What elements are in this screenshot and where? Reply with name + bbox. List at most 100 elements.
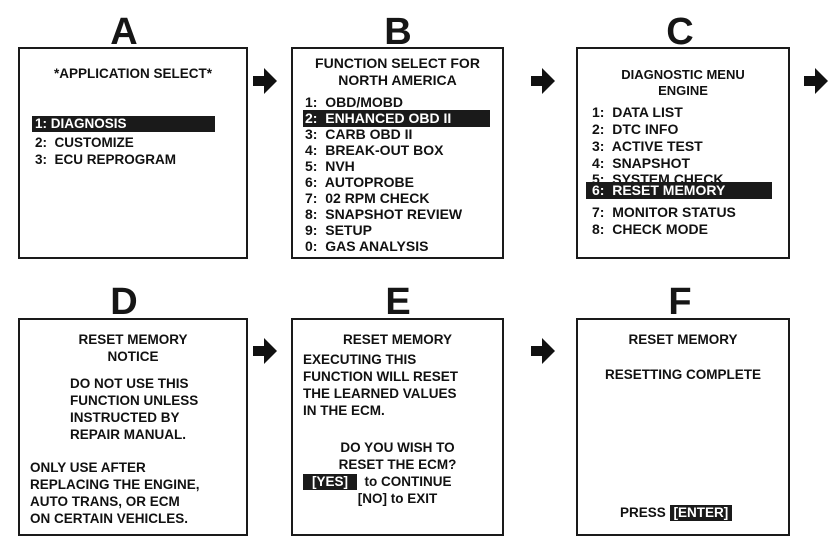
screen-f-reset-complete: RESET MEMORY RESETTING COMPLETE PRESS [E… [576,318,790,536]
no-exit-line[interactable]: [NO] to EXIT [357,491,438,506]
menu-item-reset-memory[interactable]: 6: RESET MEMORY [586,182,772,199]
menu-item-label: CHECK MODE [612,221,708,237]
warning-line: REPAIR MANUAL. [70,427,186,442]
screen-e-title: RESET MEMORY [342,332,452,347]
body-line: THE LEARNED VALUES [303,386,457,401]
right-arrow-icon [804,68,828,94]
screen-c-title-line1: DIAGNOSTIC MENU [621,67,745,82]
menu-item-label: AUTOPROBE [324,174,414,190]
menu-item-number: 1: [592,104,605,120]
menu-item-label: ACTIVE TEST [611,138,703,154]
question-line: DO YOU WISH TO [340,440,455,455]
screen-d-title-line2: NOTICE [107,349,159,364]
menu-item-number: 2: [592,121,605,137]
status-message: RESETTING COMPLETE [604,367,761,382]
menu-item-ecu-reprogram[interactable]: 3: ECU REPROGRAM [35,152,176,168]
press-enter-line: PRESS [ENTER] [620,505,733,521]
right-arrow-icon [253,338,277,364]
screen-d-title-line1: RESET MEMORY [78,332,188,347]
screen-b-title-line2: NORTH AMERICA [338,72,457,88]
menu-item-setup[interactable]: 9: SETUP [305,222,372,239]
menu-item-label: CARB OBD II [325,126,413,142]
screen-c-title-line2: ENGINE [658,83,708,98]
menu-item-check-mode[interactable]: 8: CHECK MODE [592,221,708,238]
panel-letter-f: F [668,281,692,323]
warning-line: INSTRUCTED BY [70,410,180,425]
enter-button[interactable]: [ENTER] [669,505,733,521]
menu-item-obd-mobd[interactable]: 1: OBD/MOBD [305,94,403,111]
screen-a-title: *APPLICATION SELECT* [53,66,212,81]
yes-button[interactable]: [YES] [303,474,358,490]
menu-item-label: ECU REPROGRAM [54,152,177,167]
menu-item-label: NVH [325,158,355,174]
menu-item-snapshot-review[interactable]: 8: SNAPSHOT REVIEW [305,206,462,223]
continue-text: to CONTINUE [364,474,452,489]
menu-item-number: 7: [592,204,605,220]
menu-item-label: OBD/MOBD [325,94,404,110]
menu-item-label: CUSTOMIZE [54,135,134,150]
menu-item-02-rpm-check[interactable]: 7: 02 RPM CHECK [305,190,429,207]
menu-item-snapshot[interactable]: 4: SNAPSHOT [592,155,690,172]
note-line: REPLACING THE ENGINE, [30,477,200,492]
menu-item-number: 3: [35,152,48,167]
menu-item-number: 8: [305,206,318,222]
menu-item-label: MONITOR STATUS [612,204,736,220]
menu-item-enhanced-obd-ii[interactable]: 2: ENHANCED OBD II [303,110,490,127]
menu-item-label: ENHANCED OBD II [325,110,452,126]
menu-item-label: GAS ANALYSIS [325,238,429,254]
warning-line: FUNCTION UNLESS [70,393,199,408]
menu-item-label: DTC INFO [612,121,679,137]
menu-item-label: DIAGNOSIS [50,116,127,131]
menu-item-number: 1: [305,94,318,110]
panel-letter-e: E [385,281,411,323]
menu-item-number: 3: [305,126,318,142]
menu-item-customize[interactable]: 2: CUSTOMIZE [35,135,134,151]
right-arrow-icon [531,68,555,94]
menu-item-number: 2: [305,110,318,126]
note-line: ONLY USE AFTER [30,460,146,475]
menu-item-number: 8: [592,221,605,237]
menu-item-break-out-box[interactable]: 4: BREAK-OUT BOX [305,142,443,159]
menu-item-number: 3: [592,138,605,154]
screen-a-application-select: *APPLICATION SELECT* 1: DIAGNOSIS 2: CUS… [18,47,248,259]
menu-item-label: SETUP [325,222,372,238]
menu-item-nvh[interactable]: 5: NVH [305,158,355,175]
screen-c-diagnostic-menu: DIAGNOSTIC MENU ENGINE 1: DATA LIST 2: D… [576,47,790,259]
question-line: RESET THE ECM? [338,457,457,472]
menu-item-data-list[interactable]: 1: DATA LIST [592,104,683,121]
right-arrow-icon [531,338,555,364]
menu-item-label: SNAPSHOT [612,155,691,171]
menu-item-number: 5: [305,158,318,174]
screen-f-title: RESET MEMORY [628,332,738,347]
menu-item-dtc-info[interactable]: 2: DTC INFO [592,121,678,138]
menu-item-monitor-status[interactable]: 7: MONITOR STATUS [592,204,736,221]
menu-item-number: 2: [35,135,48,150]
body-line: IN THE ECM. [303,403,385,418]
menu-item-label: SNAPSHOT REVIEW [325,206,463,222]
menu-item-active-test[interactable]: 3: ACTIVE TEST [592,138,703,155]
body-line: EXECUTING THIS [303,352,417,367]
right-arrow-icon [253,68,277,94]
menu-item-number: 1: [35,116,48,131]
panel-letter-a: A [110,11,138,53]
menu-item-number: 7: [305,190,318,206]
continue-line: [YES] to CONTINUE [303,474,452,490]
warning-line: DO NOT USE THIS [70,376,189,391]
menu-item-number: 4: [592,155,605,171]
menu-item-number: 6: [305,174,318,190]
body-line: FUNCTION WILL RESET [303,369,458,384]
screen-e-reset-confirm: RESET MEMORY EXECUTING THIS FUNCTION WIL… [291,318,504,536]
menu-item-label: DATA LIST [612,104,683,120]
menu-item-diagnosis[interactable]: 1: DIAGNOSIS [32,116,215,132]
menu-item-autoprobe[interactable]: 6: AUTOPROBE [305,174,414,191]
menu-item-label: BREAK-OUT BOX [325,142,444,158]
menu-item-number: 9: [305,222,318,238]
menu-item-carb-obd-ii[interactable]: 3: CARB OBD II [305,126,412,143]
panel-letter-b: B [384,11,412,53]
note-line: AUTO TRANS, OR ECM [30,494,180,509]
menu-item-number: 6: [592,182,605,198]
panel-letter-d: D [110,281,138,323]
panel-letter-c: C [666,11,694,53]
note-line: ON CERTAIN VEHICLES. [30,511,189,526]
menu-item-gas-analysis[interactable]: 0: GAS ANALYSIS [305,238,428,255]
